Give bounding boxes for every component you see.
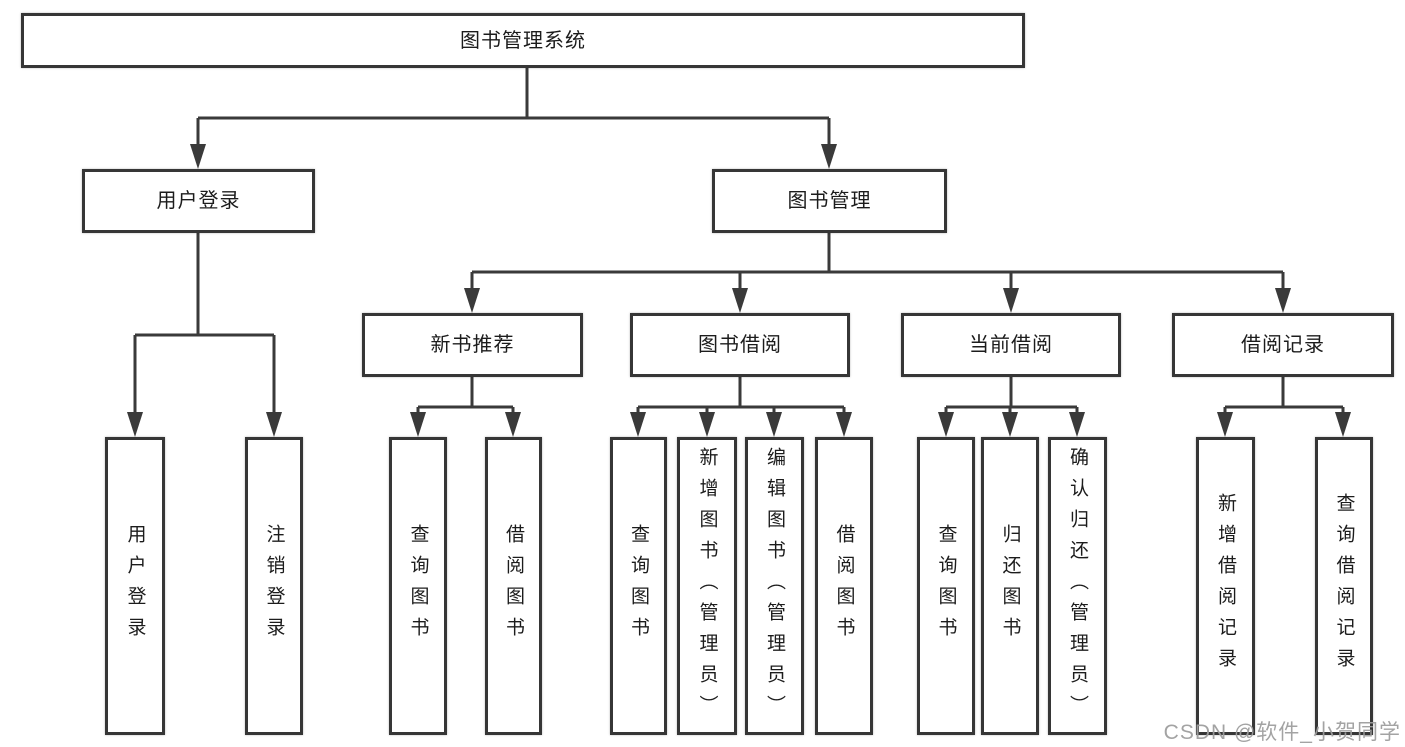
node-label: 查询图书 bbox=[935, 524, 957, 648]
node-user-login: 用户登录 bbox=[82, 169, 315, 233]
node-label: 新增图书（管理员） bbox=[696, 446, 718, 726]
leaf-records-search-record: 查询借阅记录 bbox=[1315, 437, 1373, 735]
node-label: 确认归还（管理员） bbox=[1067, 446, 1088, 726]
node-label: 图书管理 bbox=[787, 190, 872, 212]
node-label: 编辑图书（管理员） bbox=[764, 446, 785, 726]
node-label: 借阅记录 bbox=[1241, 334, 1325, 356]
leaf-current-search-books: 查询图书 bbox=[917, 437, 975, 735]
node-borrowing-records: 借阅记录 bbox=[1172, 313, 1394, 377]
node-label: 借阅图书 bbox=[833, 524, 855, 648]
node-book-management: 图书管理 bbox=[712, 169, 947, 233]
node-label: 新书推荐 bbox=[430, 334, 515, 356]
node-current-borrowing: 当前借阅 bbox=[901, 313, 1121, 377]
node-label: 用户登录 bbox=[124, 524, 146, 648]
leaf-current-confirm-return-admin: 确认归还（管理员） bbox=[1048, 437, 1107, 735]
leaf-borrow-edit-books-admin: 编辑图书（管理员） bbox=[745, 437, 804, 735]
leaf-records-add-record: 新增借阅记录 bbox=[1196, 437, 1255, 735]
node-label: 查询图书 bbox=[407, 524, 429, 648]
leaf-logout: 注销登录 bbox=[245, 437, 303, 735]
leaf-borrow-add-books-admin: 新增图书（管理员） bbox=[677, 437, 737, 735]
node-book-borrowing: 图书借阅 bbox=[630, 313, 850, 377]
node-label: 借阅图书 bbox=[503, 524, 524, 648]
leaf-recommend-borrow-books: 借阅图书 bbox=[485, 437, 542, 735]
node-label: 图书管理系统 bbox=[460, 29, 586, 52]
node-new-book-recommendation: 新书推荐 bbox=[362, 313, 583, 377]
node-label: 查询图书 bbox=[628, 524, 649, 648]
leaf-borrow-borrow-books: 借阅图书 bbox=[815, 437, 873, 735]
node-library-management-system: 图书管理系统 bbox=[21, 13, 1025, 68]
node-label: 归还图书 bbox=[999, 524, 1021, 648]
leaf-borrow-search-books: 查询图书 bbox=[610, 437, 667, 735]
node-label: 用户登录 bbox=[156, 190, 241, 212]
csdn-watermark: CSDN @软件_小贺同学 bbox=[1163, 721, 1401, 744]
node-label: 图书借阅 bbox=[698, 334, 782, 356]
node-label: 新增借阅记录 bbox=[1215, 493, 1236, 679]
leaf-user-login: 用户登录 bbox=[105, 437, 165, 735]
arrowheads bbox=[127, 144, 1351, 437]
node-label: 查询借阅记录 bbox=[1333, 493, 1355, 679]
node-label: 当前借阅 bbox=[969, 334, 1053, 356]
node-label: 注销登录 bbox=[263, 524, 285, 648]
leaf-recommend-search-books: 查询图书 bbox=[389, 437, 447, 735]
leaf-current-return-books: 归还图书 bbox=[981, 437, 1039, 735]
